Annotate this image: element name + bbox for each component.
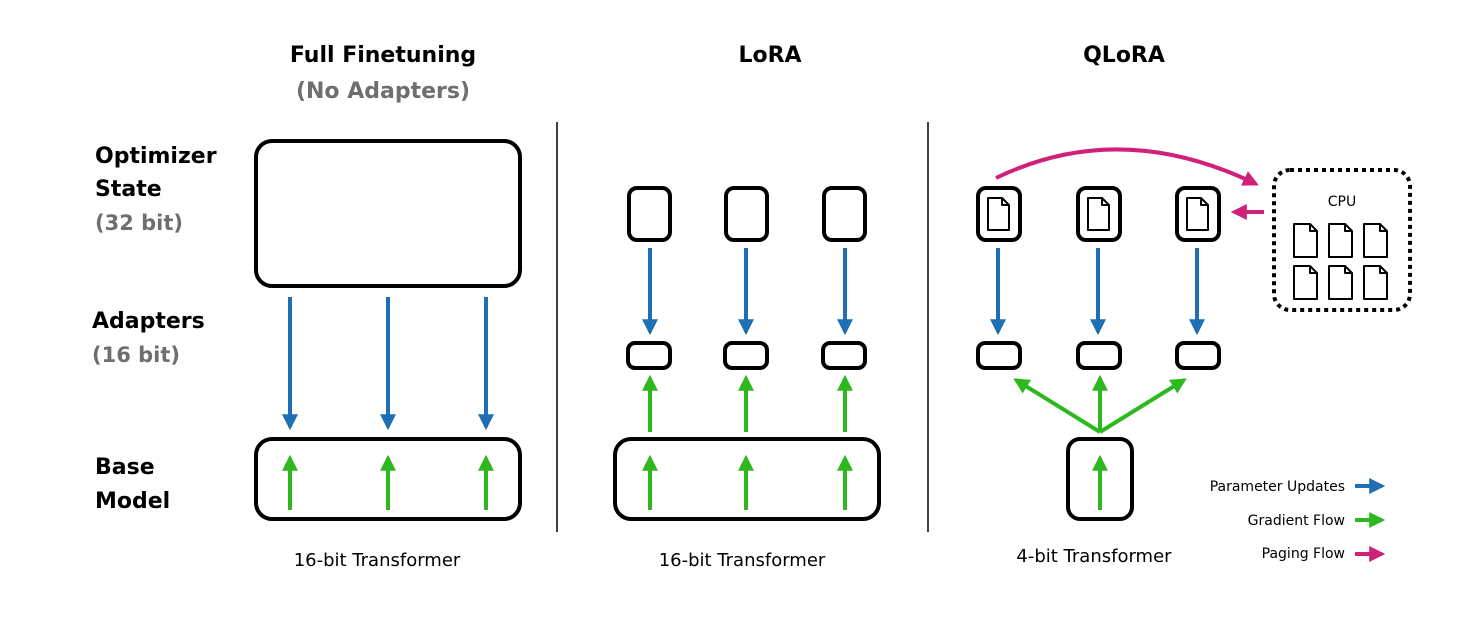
page-icon bbox=[1328, 265, 1353, 300]
caption-qlora: 4-bit Transformer bbox=[1016, 546, 1172, 567]
page-icon bbox=[1363, 265, 1388, 300]
lora-optimizer-box-1 bbox=[627, 186, 672, 242]
row-label-adapters-bits: (16 bit) bbox=[92, 343, 180, 367]
row-label-base-line1: Base bbox=[95, 455, 155, 480]
row-label-optimizer-line1: Optimizer bbox=[95, 144, 217, 169]
row-label-base-line2: Model bbox=[95, 489, 170, 514]
lora-optimizer-box-3 bbox=[822, 186, 867, 242]
lora-optimizer-box-2 bbox=[724, 186, 769, 242]
column-title-full-finetuning: Full Finetuning bbox=[290, 43, 476, 68]
qlora-optimizer-box-2 bbox=[1076, 186, 1122, 242]
row-label-optimizer-bits: (32 bit) bbox=[95, 211, 183, 235]
cpu-pages bbox=[1293, 223, 1388, 300]
legend: Parameter Updates Gradient Flow Paging F… bbox=[1210, 478, 1386, 562]
qlora-adapter-box-1 bbox=[976, 341, 1022, 370]
legend-label-parameter-updates: Parameter Updates bbox=[1210, 479, 1345, 495]
qlora-gradient-fan-right bbox=[1098, 378, 1187, 434]
full-optimizer-state-box bbox=[254, 139, 522, 288]
paging-arrow-to-cpu bbox=[995, 147, 1259, 186]
lora-adapter-box-3 bbox=[821, 341, 867, 370]
qlora-adapter-box-2 bbox=[1076, 341, 1122, 370]
caption-lora: 16-bit Transformer bbox=[659, 550, 826, 571]
row-label-optimizer-line2: State bbox=[95, 177, 162, 202]
page-icon bbox=[1186, 197, 1209, 231]
column-title-qlora: QLoRA bbox=[1083, 43, 1165, 68]
qlora-optimizer-box-3 bbox=[1175, 186, 1221, 242]
page-icon bbox=[1293, 265, 1318, 300]
column-subtitle-full-finetuning: (No Adapters) bbox=[296, 79, 470, 104]
lora-adapter-box-1 bbox=[626, 341, 672, 370]
cpu-label: CPU bbox=[1328, 194, 1356, 210]
page-icon bbox=[1087, 197, 1110, 231]
caption-full-finetuning: 16-bit Transformer bbox=[294, 550, 461, 571]
page-icon bbox=[987, 197, 1010, 231]
row-label-adapters: Adapters bbox=[92, 309, 205, 334]
qlora-optimizer-box-1 bbox=[976, 186, 1022, 242]
lora-adapter-box-2 bbox=[723, 341, 769, 370]
qlora-gradient-fan-left bbox=[1013, 378, 1102, 434]
column-title-lora: LoRA bbox=[738, 43, 801, 68]
page-icon bbox=[1363, 223, 1388, 258]
legend-label-gradient-flow: Gradient Flow bbox=[1248, 513, 1345, 529]
qlora-adapter-box-3 bbox=[1175, 341, 1221, 370]
page-icon bbox=[1293, 223, 1318, 258]
legend-label-paging-flow: Paging Flow bbox=[1262, 546, 1345, 562]
page-icon bbox=[1328, 223, 1353, 258]
